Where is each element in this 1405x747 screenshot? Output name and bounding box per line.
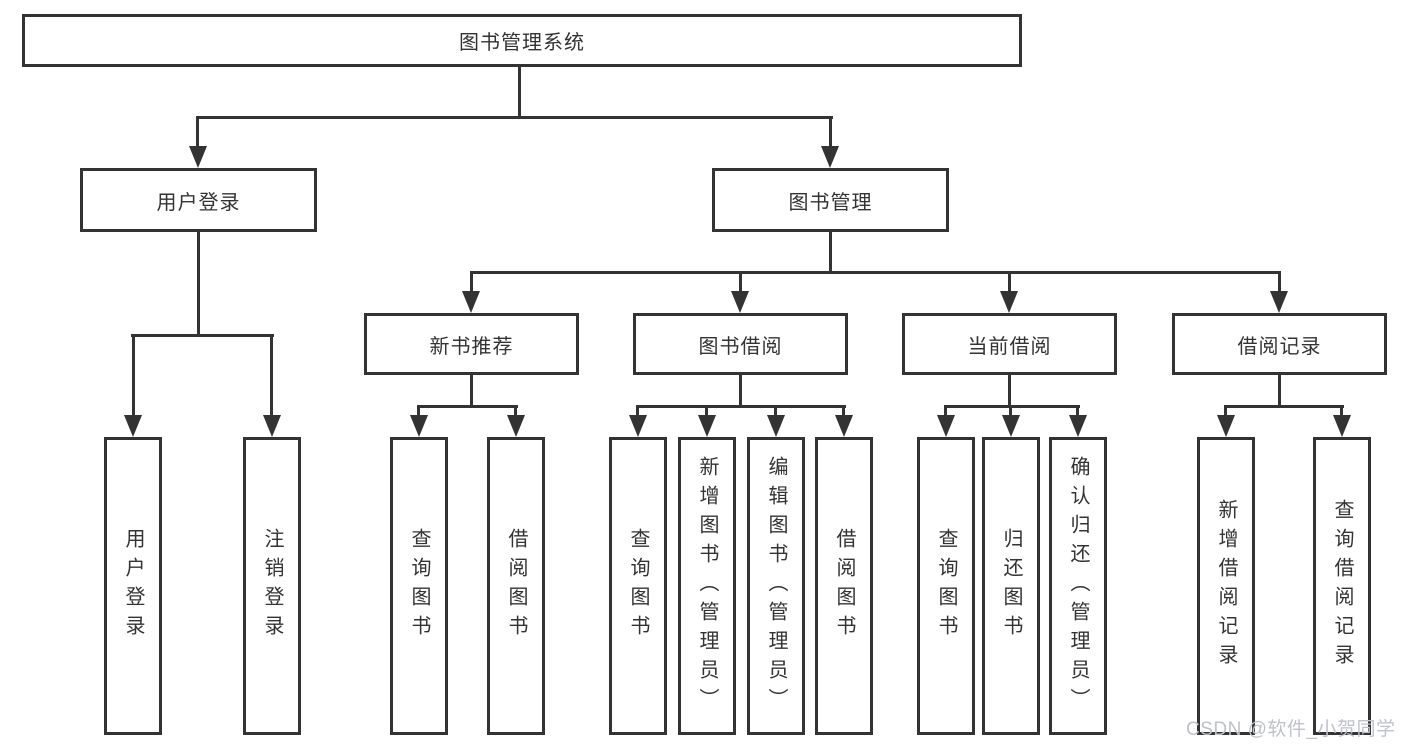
leaf-query-borrow-record: 查询借阅记录: [1313, 437, 1371, 735]
connector-line: [470, 271, 1281, 274]
leaf-label: 确认归还（管理员）: [1067, 455, 1089, 717]
arrow-down-icon: [937, 415, 955, 437]
connector-line: [944, 406, 947, 419]
leaf-label: 新增借阅记录: [1215, 499, 1237, 673]
connector-line: [636, 406, 639, 419]
watermark: CSDN @软件_小贺同学: [1186, 719, 1396, 740]
connector-line: [197, 230, 200, 336]
arrow-down-icon: [767, 415, 785, 437]
leaf-return-book: 归还图书: [982, 437, 1040, 735]
arrow-down-icon: [698, 415, 716, 437]
leaf-label: 借阅图书: [505, 528, 527, 644]
connector-line: [1224, 405, 1344, 408]
leaf-label: 查询图书: [935, 528, 957, 644]
arrow-down-icon: [1217, 415, 1235, 437]
node-borrow-records: 借阅记录: [1172, 313, 1387, 375]
node-current-borrow: 当前借阅: [902, 313, 1117, 375]
node-label: 图书管理: [788, 191, 873, 214]
connector-line: [518, 67, 521, 119]
leaf-add-borrow-record: 新增借阅记录: [1197, 437, 1255, 735]
connector-line: [829, 117, 832, 150]
node-label: 图书管理系统: [459, 32, 585, 54]
arrow-down-icon: [1002, 415, 1020, 437]
leaf-add-book-admin: 新增图书（管理员）: [678, 437, 736, 735]
connector-line: [514, 406, 517, 419]
leaf-confirm-return-admin: 确认归还（管理员）: [1049, 437, 1107, 735]
leaf-query-books: 查询图书: [917, 437, 975, 735]
node-root: 图书管理系统: [22, 14, 1022, 67]
arrow-down-icon: [1069, 415, 1087, 437]
connector-line: [132, 335, 135, 419]
leaf-label: 查询借阅记录: [1331, 499, 1353, 673]
connector-line: [1278, 373, 1281, 407]
node-label: 借阅记录: [1237, 335, 1322, 358]
leaf-label: 归还图书: [1000, 528, 1022, 644]
leaf-label: 借阅图书: [833, 528, 855, 644]
connector-line: [1008, 272, 1011, 295]
connector-line: [739, 272, 742, 295]
arrow-down-icon: [731, 291, 749, 313]
connector-line: [842, 406, 845, 419]
node-book-management: 图书管理: [712, 168, 949, 232]
leaf-logout: 注销登录: [243, 437, 301, 735]
node-label: 当前借阅: [967, 335, 1052, 358]
node-label: 用户登录: [156, 191, 241, 214]
connector-line: [417, 406, 420, 419]
arrow-down-icon: [629, 415, 647, 437]
leaf-label: 用户登录: [122, 528, 144, 644]
arrow-down-icon: [1270, 291, 1288, 313]
leaf-label: 编辑图书（管理员）: [765, 455, 787, 717]
connector-line: [636, 405, 846, 408]
leaf-user-login: 用户登录: [104, 437, 162, 735]
node-label: 新书推荐: [429, 335, 514, 358]
connector-line: [829, 230, 832, 274]
connector-line: [196, 116, 833, 119]
connector-line: [417, 405, 518, 408]
leaf-label: 查询图书: [627, 528, 649, 644]
arrow-down-icon: [507, 415, 525, 437]
connector-line: [774, 406, 777, 419]
connector-line: [1224, 406, 1227, 419]
connector-line: [1340, 406, 1343, 419]
node-user-login: 用户登录: [80, 168, 317, 232]
connector-line: [1278, 272, 1281, 295]
arrow-down-icon: [821, 146, 839, 168]
leaf-query-books: 查询图书: [390, 437, 448, 735]
arrow-down-icon: [124, 415, 142, 437]
connector-line: [131, 334, 274, 337]
leaf-label: 注销登录: [261, 528, 283, 644]
arrow-down-icon: [1333, 415, 1351, 437]
connector-line: [739, 373, 742, 407]
leaf-label: 查询图书: [408, 528, 430, 644]
arrow-down-icon: [189, 146, 207, 168]
leaf-borrow-books: 借阅图书: [815, 437, 873, 735]
arrow-down-icon: [1000, 291, 1018, 313]
connector-line: [470, 272, 473, 295]
connector-line: [705, 406, 708, 419]
leaf-borrow-books: 借阅图书: [487, 437, 545, 735]
leaf-label: 新增图书（管理员）: [696, 455, 718, 717]
connector-line: [270, 335, 273, 419]
connector-line: [470, 373, 473, 407]
connector-line: [944, 405, 1080, 408]
arrow-down-icon: [462, 291, 480, 313]
arrow-down-icon: [263, 415, 281, 437]
connector-line: [1009, 406, 1012, 419]
node-book-borrow: 图书借阅: [633, 313, 848, 375]
connector-line: [196, 117, 199, 150]
connector-line: [1008, 373, 1011, 407]
arrow-down-icon: [835, 415, 853, 437]
node-new-book-recommend: 新书推荐: [364, 313, 579, 375]
node-label: 图书借阅: [698, 335, 783, 358]
leaf-edit-book-admin: 编辑图书（管理员）: [747, 437, 805, 735]
leaf-query-books: 查询图书: [609, 437, 667, 735]
arrow-down-icon: [410, 415, 428, 437]
connector-line: [1076, 406, 1079, 419]
